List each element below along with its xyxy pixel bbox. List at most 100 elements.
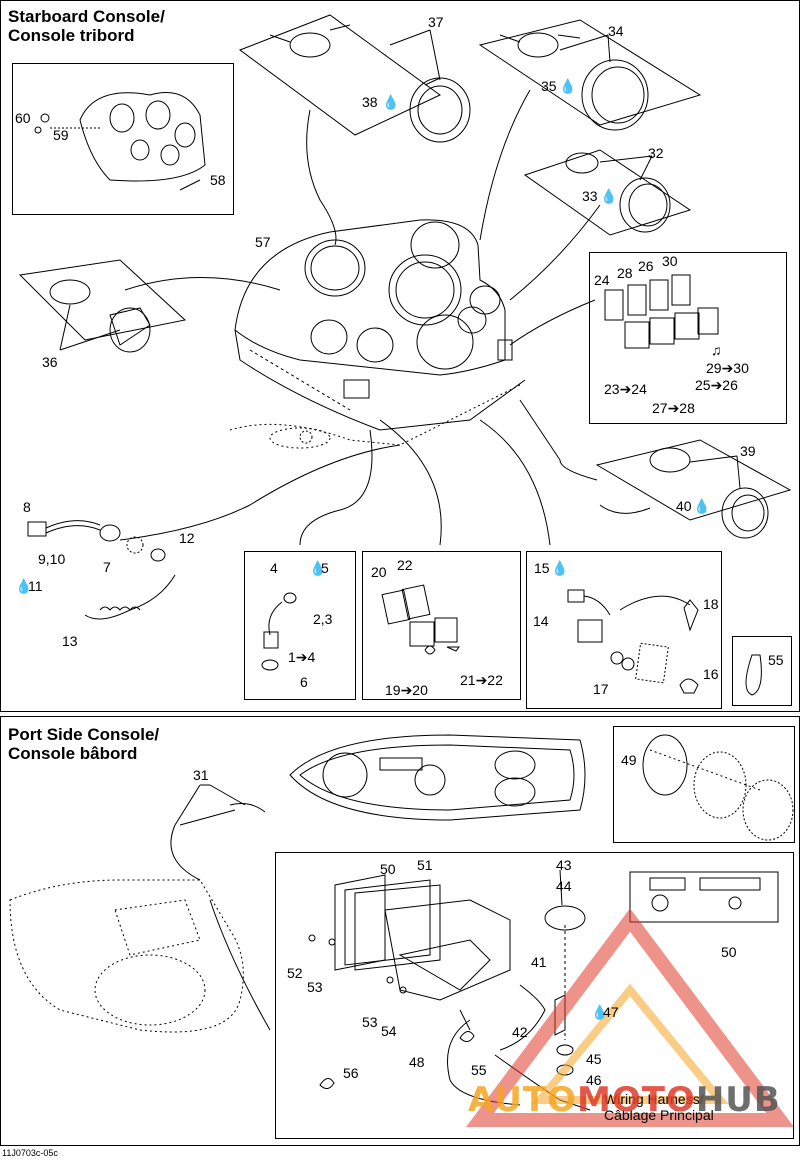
figure-code: 11J0703c-05c: [2, 1148, 58, 1158]
callout-21-22: 21➔22: [460, 672, 503, 688]
callout-47: 47: [603, 1004, 619, 1020]
callout-41: 41: [531, 954, 547, 970]
callout-44: 44: [556, 878, 572, 894]
callout-56: 56: [343, 1065, 359, 1081]
gauge-40: [721, 487, 769, 539]
callout-51: 51: [417, 857, 433, 873]
callout-4: 4: [270, 560, 278, 576]
callout-53-lower: 53: [362, 1014, 378, 1030]
horn-part: [261, 592, 297, 671]
radio-stack: [334, 874, 511, 1001]
main-console: [234, 219, 526, 431]
gauge-35: [581, 59, 649, 131]
tie-56: [319, 1078, 335, 1089]
drop-icon: 💧: [559, 78, 577, 94]
callout-7: 7: [103, 559, 111, 575]
radio-face: [629, 871, 779, 923]
harness-41: [499, 984, 546, 1051]
gauge-36-group: [18, 259, 187, 341]
drop-icon: 💧: [382, 94, 400, 110]
callout-12: 12: [179, 530, 195, 546]
callout-23-24: 23➔24: [604, 381, 647, 397]
callout-54: 54: [381, 1023, 397, 1039]
callout-33: 33: [582, 188, 598, 204]
callout-6: 6: [300, 674, 308, 690]
port-title-fr: Console bâbord: [8, 744, 138, 763]
buzzer-parts: [567, 589, 699, 694]
callout-52: 52: [287, 965, 303, 981]
holder-34: [499, 32, 581, 58]
wire-31: [170, 824, 201, 881]
washer-60: [40, 113, 50, 123]
callout-2-3: 2,3: [313, 611, 333, 627]
callout-34: 34: [608, 23, 624, 39]
callout-38: 38: [362, 94, 378, 110]
holder-37: [269, 24, 351, 58]
callout-48: 48: [409, 1054, 425, 1070]
drop-icon: 💧: [309, 560, 327, 576]
callout-42: 42: [512, 1024, 528, 1040]
callout-37: 37: [428, 14, 444, 30]
callout-24: 24: [594, 272, 610, 288]
callout-53-left: 53: [307, 979, 323, 995]
callout-31: 31: [193, 767, 209, 783]
callout-35: 35: [541, 78, 557, 94]
starboard-title: Starboard Console/ Console tribord: [8, 7, 165, 45]
callout-60: 60: [15, 110, 31, 126]
callout-36: 36: [42, 354, 58, 370]
drop-icon: 💧: [693, 498, 711, 514]
switch-inset-box: [589, 252, 787, 424]
dash-inset-box: [12, 63, 234, 215]
callout-28: 28: [617, 265, 633, 281]
music-note-icon: ♫: [711, 342, 722, 358]
callout-5: 5: [321, 560, 329, 576]
harness-label: Wiring Harness/ Câblage Principal: [604, 1091, 714, 1123]
gauge-38: [409, 77, 471, 143]
lanyard: [27, 520, 176, 620]
callout-32: 32: [648, 145, 664, 161]
tie-55b: [459, 1031, 475, 1042]
nut-59: [34, 126, 42, 134]
starboard-console-panel: [0, 0, 800, 712]
callout-30: 30: [662, 253, 678, 269]
callout-8: 8: [23, 499, 31, 515]
callout-55-bottom: 55: [471, 1062, 487, 1078]
callout-40: 40: [676, 498, 692, 514]
callout-39: 39: [740, 443, 756, 459]
callout-14: 14: [533, 613, 549, 629]
switch-caps: [604, 274, 719, 349]
holder-32: [565, 152, 599, 174]
drop-icon: 💧: [15, 578, 33, 594]
gauge-36: [109, 307, 151, 353]
callout-11: 11: [28, 578, 43, 594]
callout-55-top: 55: [768, 652, 784, 668]
gauge-33: [619, 177, 671, 233]
drop-icon: 💧: [591, 1004, 609, 1020]
callout-50-face: 50: [721, 944, 737, 960]
callout-13: 13: [62, 633, 78, 649]
gauge-32-group: [523, 149, 692, 236]
radio-inset-box: [275, 852, 794, 1139]
starboard-title-en: Starboard Console/: [8, 7, 165, 26]
watermark-logo: AUTOMOTOHUB: [468, 1080, 781, 1120]
callout-57: 57: [255, 234, 271, 250]
harness-label-fr: Câblage Principal: [604, 1107, 714, 1123]
callout-27-28: 27➔28: [652, 400, 695, 416]
callout-50-stack: 50: [380, 861, 396, 877]
port-title: Port Side Console/ Console bâbord: [8, 725, 159, 763]
boat-top-view: [289, 734, 586, 821]
callout-26: 26: [638, 258, 654, 274]
callout-25-26: 25➔26: [695, 377, 738, 393]
watermark-auto: AUTO: [468, 1080, 577, 1120]
callout-46: 46: [586, 1072, 602, 1088]
watermark-hub: HUB: [695, 1080, 781, 1120]
starboard-title-fr: Console tribord: [8, 26, 135, 45]
buzzer-inset-box: [526, 551, 722, 709]
port-console-panel: [0, 716, 800, 1146]
callout-15: 15: [534, 560, 550, 576]
callout-17: 17: [593, 681, 609, 697]
fan-switch-parts: [381, 584, 460, 655]
dash-mini: [50, 92, 206, 191]
callout-59: 59: [53, 127, 69, 143]
